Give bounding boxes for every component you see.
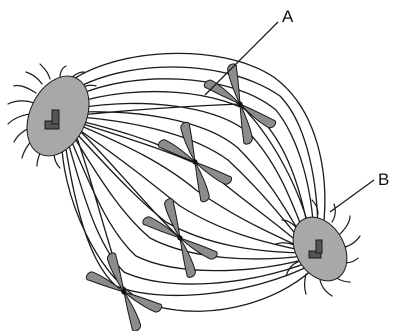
chromatid — [180, 162, 218, 203]
leader-line-a — [205, 22, 278, 95]
label-a: A — [282, 7, 294, 26]
aster-ray — [8, 101, 34, 104]
kinetochore-fiber — [80, 104, 240, 115]
label-b: B — [378, 170, 389, 189]
aster-ray — [40, 64, 50, 79]
aster-ray — [320, 280, 332, 296]
aster-ray — [14, 85, 36, 93]
chromosome — [85, 251, 164, 331]
centriole-right — [316, 240, 322, 253]
aster-ray — [332, 204, 335, 222]
aster-ray — [305, 274, 307, 294]
chromatid — [218, 62, 255, 104]
centrosome-left — [15, 66, 101, 166]
centriole-left — [52, 110, 59, 124]
chromatid — [224, 104, 261, 146]
aster-ray — [26, 72, 42, 84]
aster-ray — [340, 216, 350, 234]
leader-line-b — [330, 180, 374, 212]
